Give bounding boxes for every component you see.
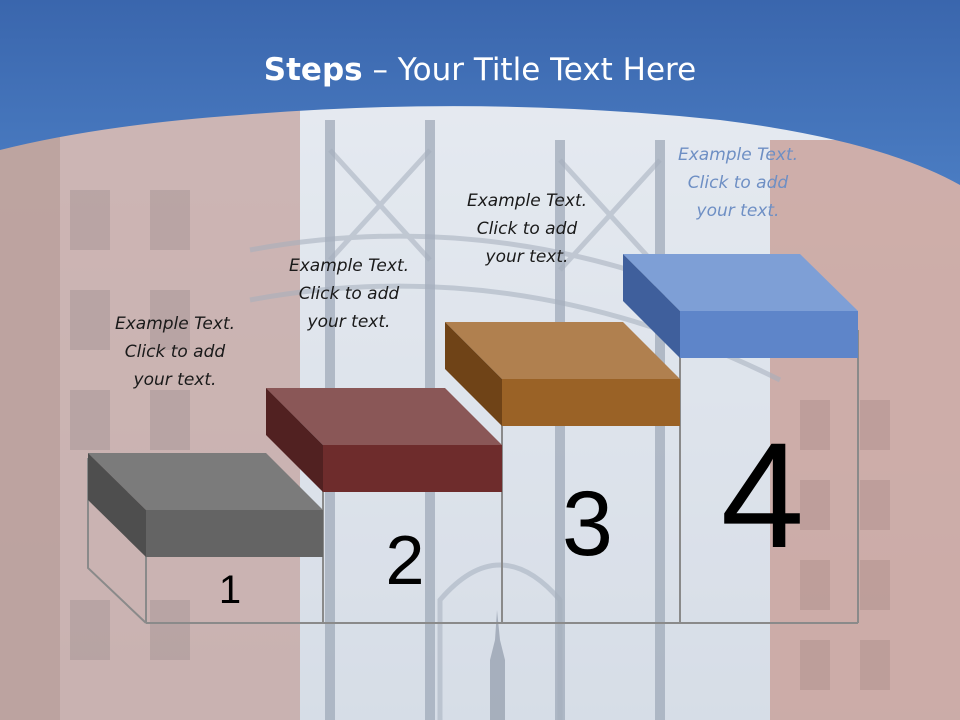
step-2-line-2: Click to add	[298, 284, 400, 304]
step-4-block[interactable]	[623, 254, 858, 358]
step-4-line-2: Click to add	[687, 173, 789, 193]
step-2-line-3: your text.	[307, 312, 391, 332]
header-band	[0, 0, 960, 185]
step-3-number: 3	[561, 473, 614, 575]
step-4-line-1: Example Text.	[677, 145, 799, 165]
step-3-line-2: Click to add	[476, 219, 578, 239]
step-3-text[interactable]: Example Text. Click to add your text.	[442, 187, 612, 271]
step-4-line-3: your text.	[696, 201, 780, 221]
title-rest: – Your Title Text Here	[362, 52, 697, 88]
step-1-line-3: your text.	[133, 370, 217, 390]
step-2-text[interactable]: Example Text. Click to add your text.	[264, 252, 434, 336]
step-2-line-1: Example Text.	[288, 256, 410, 276]
step-4-text[interactable]: Example Text. Click to add your text.	[653, 141, 823, 225]
step-4-number: 4	[720, 411, 805, 579]
title-bold: Steps	[263, 52, 363, 88]
step-1-text[interactable]: Example Text. Click to add your text.	[90, 310, 260, 394]
step-1-block[interactable]	[88, 453, 323, 557]
step-1-number: 1	[218, 568, 242, 612]
step-3-line-3: your text.	[485, 247, 569, 267]
step-3-line-1: Example Text.	[466, 191, 588, 211]
slide-title[interactable]: Steps – Your Title Text Here	[0, 52, 960, 88]
step-2-block[interactable]	[266, 388, 502, 492]
step-2-number: 2	[385, 521, 425, 599]
step-1-line-1: Example Text.	[114, 314, 236, 334]
step-1-line-2: Click to add	[124, 342, 226, 362]
step-3-block[interactable]	[445, 322, 680, 426]
